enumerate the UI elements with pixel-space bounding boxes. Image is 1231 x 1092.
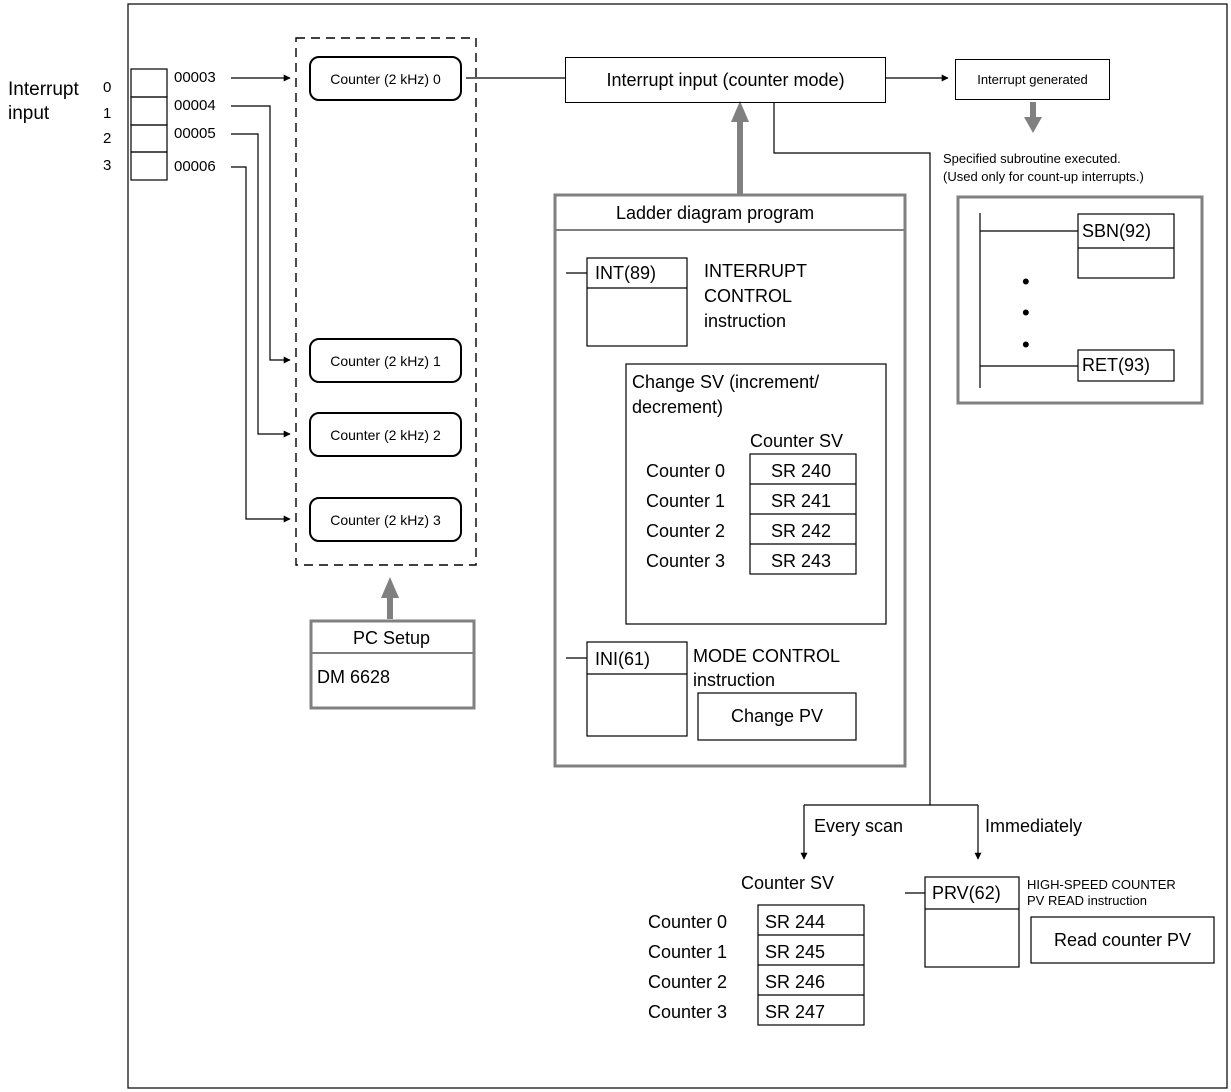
prv-desc-1: HIGH-SPEED COUNTER xyxy=(1027,877,1176,892)
sv-row-value-3: SR 243 xyxy=(771,551,832,571)
change-sv-title-2: decrement) xyxy=(632,397,724,417)
sv-row-label-0: Counter 0 xyxy=(646,461,726,481)
ladder-frame xyxy=(553,193,907,768)
sv-row-label-1: Counter 1 xyxy=(646,491,726,511)
subroutine-note-1: Specified subroutine executed. xyxy=(943,151,1121,166)
immediately-label: Immediately xyxy=(985,816,1083,836)
dot-3: • xyxy=(1022,332,1030,357)
subroutine-note-2: (Used only for count-up interrupts.) xyxy=(943,169,1144,184)
counter-box-0: Counter (2 kHz) 0 xyxy=(309,56,462,101)
bottom-sv-label-1: Counter 1 xyxy=(648,942,728,962)
bottom-sv-value-0: SR 244 xyxy=(765,912,826,932)
prv-desc-2: PV READ instruction xyxy=(1027,893,1147,908)
counter-box-3: Counter (2 kHz) 3 xyxy=(309,497,462,542)
input-address-0: 00003 xyxy=(174,69,216,86)
change-sv-title-1: Change SV (increment/ xyxy=(632,372,820,392)
interrupt-generated-box: Interrupt generated xyxy=(955,59,1110,100)
change-pv-label: Change PV xyxy=(730,706,824,726)
int-desc-2: CONTROL xyxy=(704,286,793,306)
int-desc-3: instruction xyxy=(704,311,787,331)
every-scan-label: Every scan xyxy=(814,816,904,836)
dot-2: • xyxy=(1022,300,1030,325)
ret-instruction: RET(93) xyxy=(1082,355,1151,375)
int-desc-1: INTERRUPT xyxy=(704,261,807,281)
input-address-1: 00004 xyxy=(174,97,216,114)
terminal-box-2 xyxy=(130,124,168,153)
interrupt-mode-box: Interrupt input (counter mode) xyxy=(565,57,886,103)
bottom-sv-header: Counter SV xyxy=(741,873,835,893)
input-number-1: 1 xyxy=(103,105,112,122)
bottom-sv-label-3: Counter 3 xyxy=(648,1002,728,1022)
pc-setup-value: DM 6628 xyxy=(317,667,391,687)
bottom-sv-value-3: SR 247 xyxy=(765,1002,826,1022)
ini-desc-2: instruction xyxy=(693,670,776,690)
sbn-instruction: SBN(92) xyxy=(1082,221,1152,241)
interrupt-input-label-2: input xyxy=(8,103,50,124)
bottom-sv-value-1: SR 245 xyxy=(765,942,826,962)
bottom-sv-label-0: Counter 0 xyxy=(648,912,728,932)
pc-setup-title: PC Setup xyxy=(353,628,431,648)
sv-row-value-2: SR 242 xyxy=(771,521,832,541)
prv-instruction: PRV(62) xyxy=(932,883,1001,903)
outer-frame xyxy=(127,3,1228,1089)
bottom-sv-value-2: SR 246 xyxy=(765,972,826,992)
terminal-box-3 xyxy=(130,151,168,181)
sv-header: Counter SV xyxy=(750,431,844,451)
terminal-box-1 xyxy=(130,96,168,126)
input-number-3: 3 xyxy=(103,157,112,174)
ini-desc-1: MODE CONTROL xyxy=(693,646,841,666)
sv-row-label-2: Counter 2 xyxy=(646,521,726,541)
int-instruction: INT(89) xyxy=(595,263,657,283)
input-number-0: 0 xyxy=(103,79,112,96)
sv-row-label-3: Counter 3 xyxy=(646,551,726,571)
bottom-sv-label-2: Counter 2 xyxy=(648,972,728,992)
counter-group-dashed xyxy=(295,37,477,566)
counter-box-1: Counter (2 kHz) 1 xyxy=(309,338,462,383)
interrupt-input-label-1: Interrupt xyxy=(8,79,79,100)
pc-setup-frame xyxy=(309,619,476,710)
ladder-title: Ladder diagram program xyxy=(616,203,815,223)
read-counter-pv-label: Read counter PV xyxy=(1053,929,1192,950)
input-address-3: 00006 xyxy=(174,158,216,175)
sv-row-value-0: SR 240 xyxy=(771,461,832,481)
gray-arrows xyxy=(381,101,1042,619)
input-address-2: 00005 xyxy=(174,125,216,142)
sv-row-value-1: SR 241 xyxy=(771,491,832,511)
ini-instruction: INI(61) xyxy=(595,649,651,669)
subroutine-frame xyxy=(956,195,1204,405)
dot-1: • xyxy=(1022,269,1030,294)
terminal-box-0 xyxy=(130,68,168,98)
input-number-2: 2 xyxy=(103,130,112,147)
counter-box-2: Counter (2 kHz) 2 xyxy=(309,412,462,457)
